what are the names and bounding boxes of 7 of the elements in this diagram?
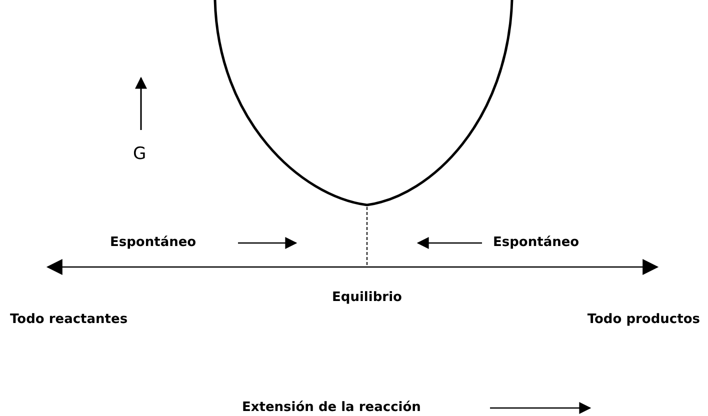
equilibrium-label: Equilibrio <box>332 291 402 304</box>
direction-label: Espontáneo <box>110 236 196 249</box>
axis-title: Extensión de la reacción <box>242 401 421 414</box>
axis-label: G <box>133 146 146 163</box>
axis-end-label: Todo reactantes <box>10 313 128 326</box>
axis-end-label: Todo productos <box>587 313 700 326</box>
direction-label: Espontáneo <box>493 236 580 249</box>
